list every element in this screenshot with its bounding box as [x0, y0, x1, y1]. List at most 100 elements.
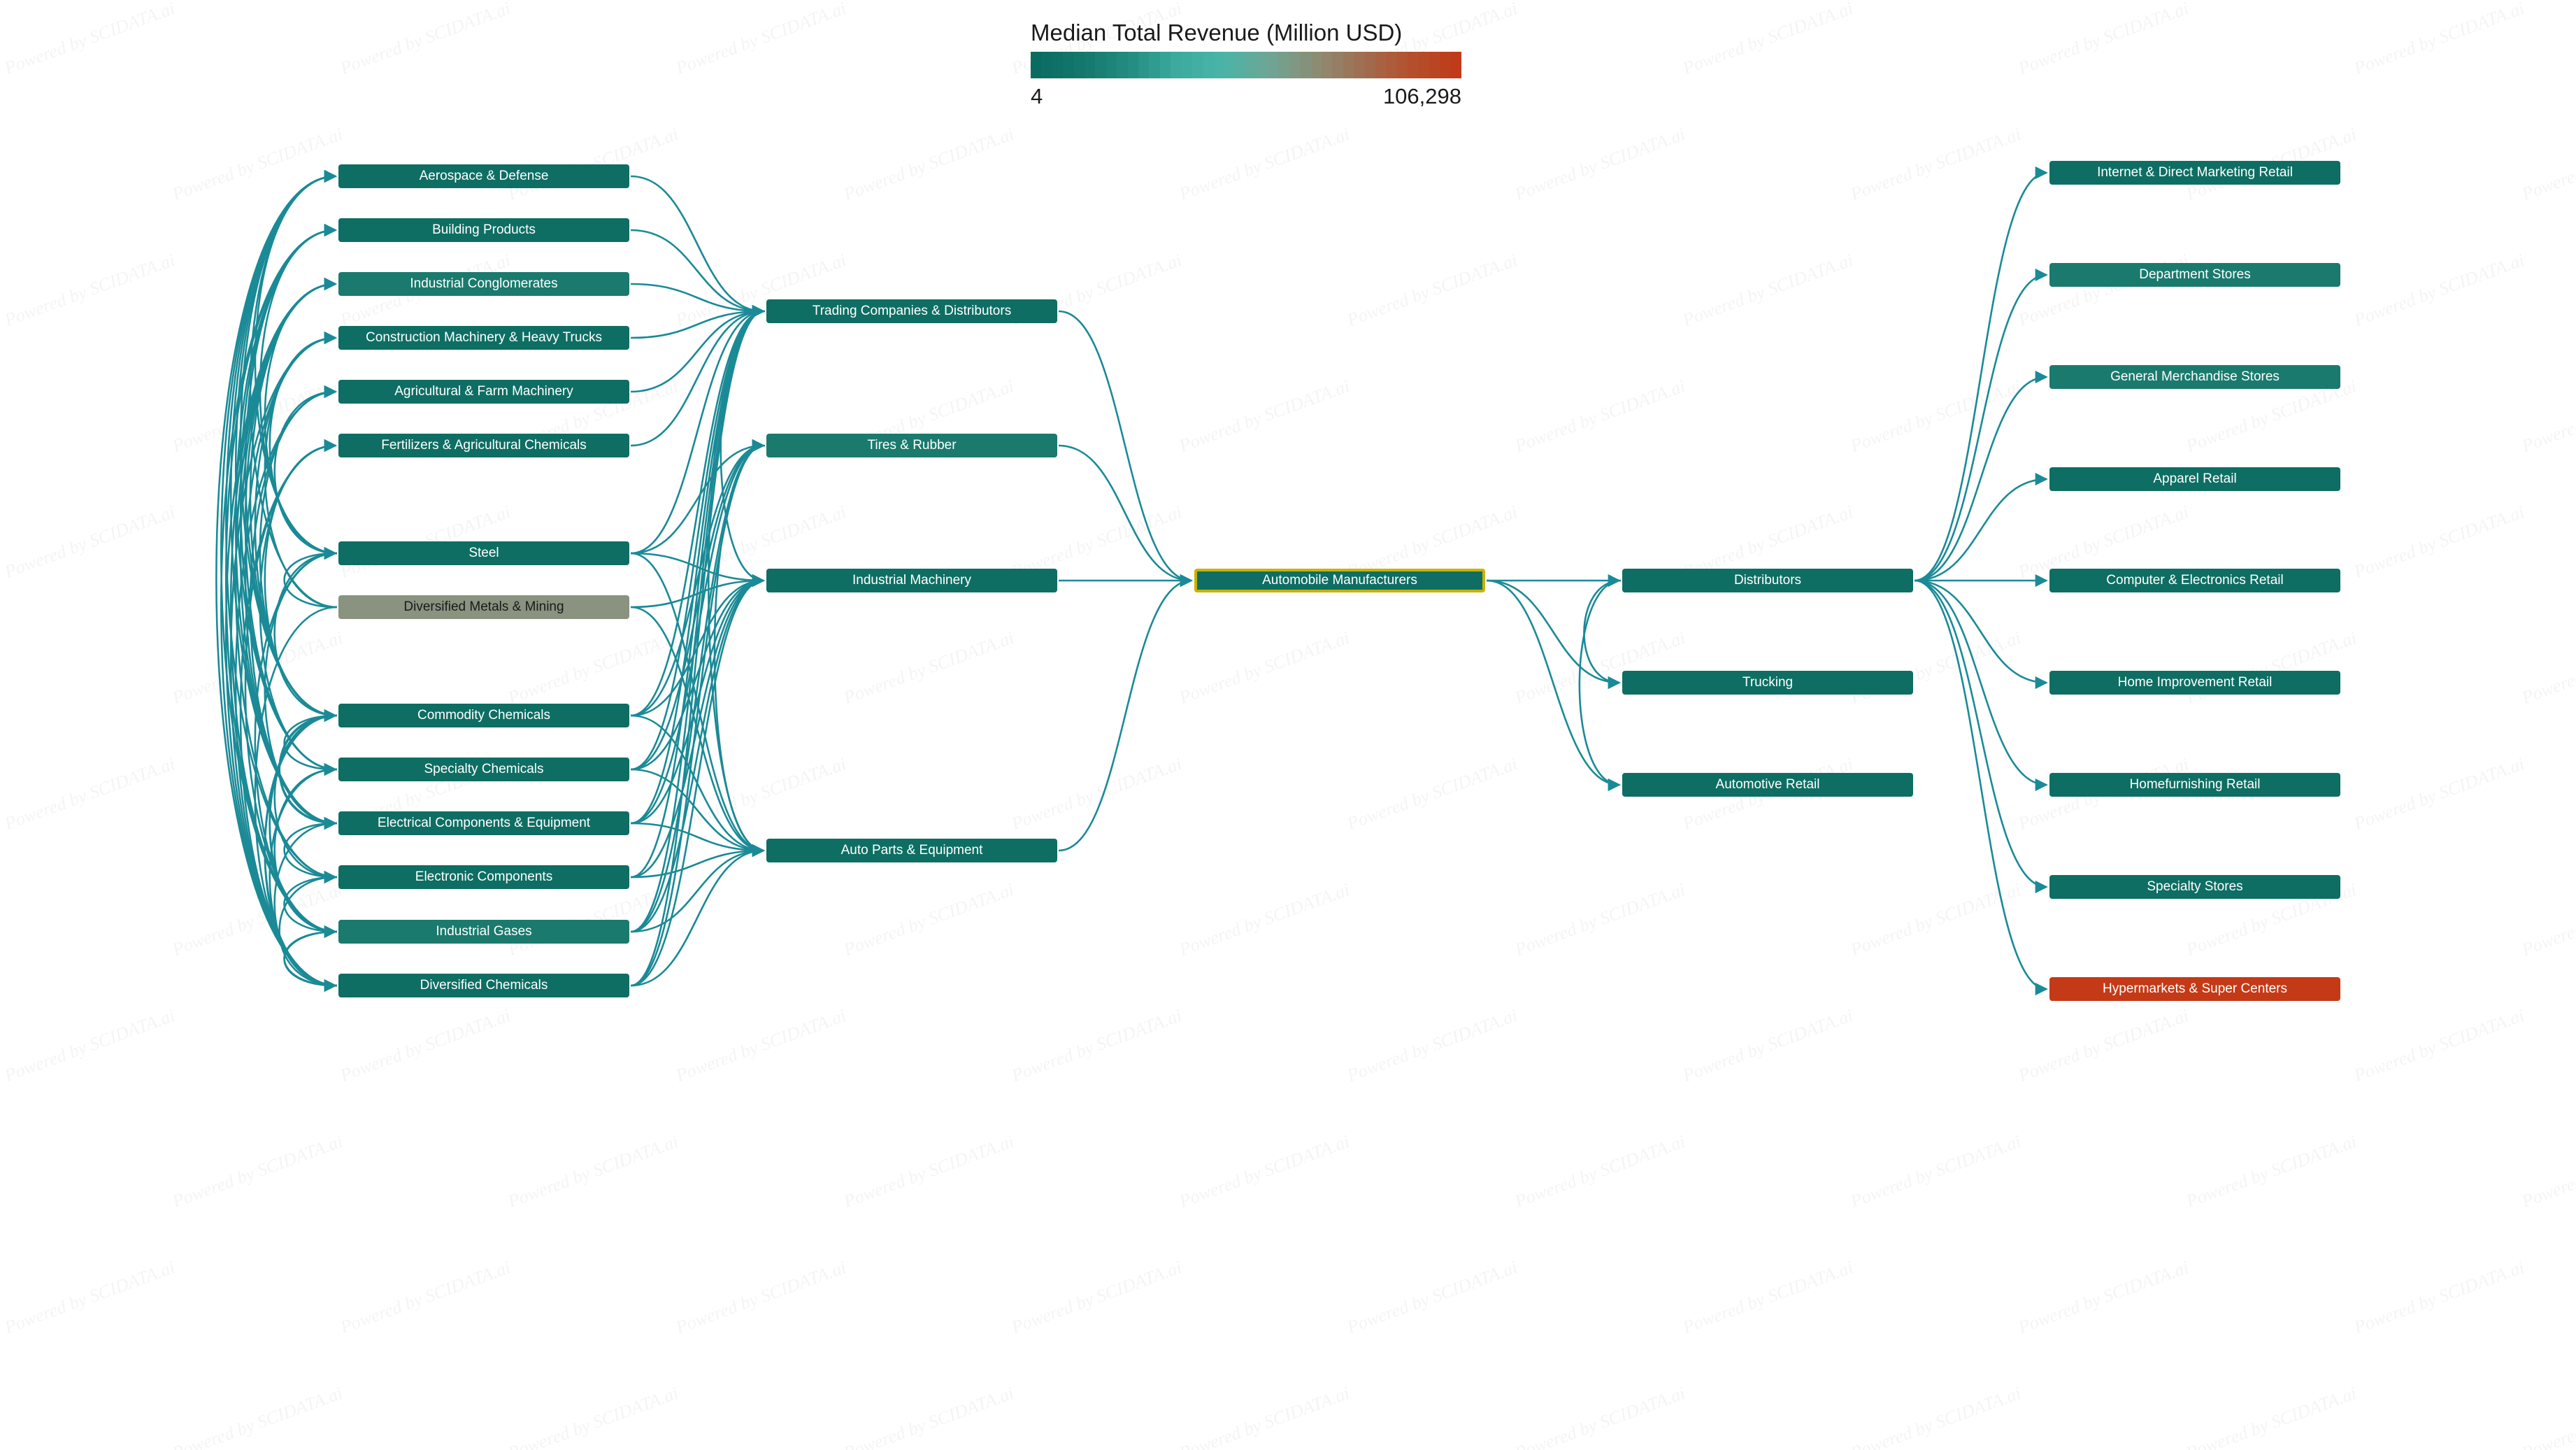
node-hypermarkets[interactable]: Hypermarkets & Super Centers — [2049, 977, 2340, 1001]
edge-tires-to-autoparts — [713, 444, 766, 857]
legend-bar-segment — [1052, 52, 1064, 78]
edge-gases-to-diversified_chem — [283, 930, 338, 993]
node-label: Specialty Stores — [2147, 879, 2243, 894]
edge-automobile-to-trucking — [1486, 579, 1621, 690]
node-label: Tires & Rubber — [867, 438, 957, 453]
node-autoretail[interactable]: Automotive Retail — [1622, 773, 1913, 797]
node-department[interactable]: Department Stores — [2049, 263, 2340, 287]
edge-gases-to-electronic — [283, 870, 338, 933]
legend-bar-segment — [1310, 52, 1322, 78]
node-electronic[interactable]: Electronic Components — [338, 865, 629, 889]
node-automobile[interactable]: Automobile Manufacturers — [1194, 569, 1485, 592]
node-construction[interactable]: Construction Machinery & Heavy Trucks — [338, 326, 629, 350]
legend-bar-segment — [1300, 52, 1311, 78]
legend-bar-segment — [1149, 52, 1160, 78]
node-label: Diversified Metals & Mining — [403, 599, 564, 614]
edge-electrical-to-autoparts — [630, 822, 765, 858]
legend-bar-segment — [1171, 52, 1182, 78]
legend-max-label: 106,298 — [1382, 84, 1461, 108]
node-autoparts[interactable]: Auto Parts & Equipment — [766, 839, 1057, 862]
legend-bar-segment — [1105, 52, 1117, 78]
legend-bar-segment — [1224, 52, 1236, 78]
node-label: Aerospace & Defense — [419, 169, 549, 183]
node-trading[interactable]: Trading Companies & Distributors — [766, 299, 1057, 323]
edge-gases-to-trading — [630, 305, 765, 933]
legend-labels: 4 106,298 — [1031, 78, 1461, 108]
edge-tires-to-automobile — [1058, 444, 1193, 588]
edge-commodity-to-steel — [273, 546, 338, 717]
node-tires[interactable]: Tires & Rubber — [766, 434, 1057, 457]
legend-bar-segment — [1031, 52, 1042, 78]
legend-bar-segment — [1278, 52, 1289, 78]
edge-metals-to-autoparts — [630, 606, 765, 858]
node-label: Electronic Components — [415, 869, 553, 884]
edge-metals-to-aerospace — [249, 169, 338, 609]
node-label: Auto Parts & Equipment — [840, 843, 983, 858]
edge-steel-to-conglomerates — [264, 277, 338, 555]
legend-bar-segment — [1095, 52, 1106, 78]
edge-diversified_chem-to-commodity — [264, 709, 338, 987]
legend-bar-segment — [1364, 52, 1375, 78]
legend-bar-segment — [1138, 52, 1150, 78]
edge-metals-to-machinery — [630, 574, 765, 609]
node-gases[interactable]: Industrial Gases — [338, 920, 629, 944]
legend-bar-segment — [1289, 52, 1301, 78]
legend-bar-segment — [1085, 52, 1096, 78]
node-label: Fertilizers & Agricultural Chemicals — [381, 438, 587, 453]
node-homefurnishing[interactable]: Homefurnishing Retail — [2049, 773, 2340, 797]
edge-electronic-to-electrical — [283, 816, 338, 879]
legend-bar-segment — [1246, 52, 1257, 78]
node-specialty-stores[interactable]: Specialty Stores — [2049, 875, 2340, 899]
edge-steel-to-machinery — [630, 552, 765, 588]
legend-bar-segment — [1235, 52, 1247, 78]
node-label: Electrical Components & Equipment — [377, 816, 591, 830]
edge-distributors-to-general — [1914, 370, 2048, 582]
node-machinery[interactable]: Industrial Machinery — [766, 569, 1057, 592]
node-general[interactable]: General Merchandise Stores — [2049, 365, 2340, 389]
node-distributors[interactable]: Distributors — [1622, 569, 1913, 592]
node-building[interactable]: Building Products — [338, 218, 629, 242]
node-label: Computer & Electronics Retail — [2106, 573, 2284, 588]
legend-color-bar — [1031, 52, 1462, 78]
edge-specialty_chem-to-autoparts — [630, 768, 765, 858]
node-label: Automobile Manufacturers — [1262, 573, 1417, 588]
edges-group — [215, 166, 2048, 995]
edge-distributors-to-department — [1914, 268, 2048, 582]
node-fertilizers[interactable]: Fertilizers & Agricultural Chemicals — [338, 434, 629, 457]
node-commodity[interactable]: Commodity Chemicals — [338, 704, 629, 727]
node-label: Construction Machinery & Heavy Trucks — [366, 330, 602, 345]
legend-bar-segment — [1440, 52, 1451, 78]
node-steel[interactable]: Steel — [338, 541, 629, 565]
legend-bar-segment — [1343, 52, 1354, 78]
node-agricultural[interactable]: Agricultural & Farm Machinery — [338, 380, 629, 404]
edge-construction-to-trading — [630, 304, 765, 339]
legend-bar-segment — [1192, 52, 1203, 78]
node-home[interactable]: Home Improvement Retail — [2049, 671, 2340, 695]
node-diversified-chem[interactable]: Diversified Chemicals — [338, 974, 629, 997]
node-conglomerates[interactable]: Industrial Conglomerates — [338, 272, 629, 296]
node-label: Industrial Conglomerates — [410, 276, 558, 291]
node-electrical[interactable]: Electrical Components & Equipment — [338, 811, 629, 835]
node-aerospace[interactable]: Aerospace & Defense — [338, 164, 629, 188]
legend-bar-segment — [1354, 52, 1365, 78]
edge-distributors-to-autoretail — [1578, 579, 1622, 792]
node-label: Home Improvement Retail — [2117, 675, 2273, 690]
edge-steel-to-electrical — [264, 552, 338, 830]
node-label: Department Stores — [2139, 267, 2251, 282]
node-specialty-chem[interactable]: Specialty Chemicals — [338, 758, 629, 781]
node-internet[interactable]: Internet & Direct Marketing Retail — [2049, 161, 2340, 185]
node-label: Diversified Chemicals — [420, 978, 548, 993]
node-metals[interactable]: Diversified Metals & Mining — [338, 595, 629, 619]
edge-gases-to-machinery — [630, 574, 765, 933]
edge-fertilizers-to-trading — [630, 304, 765, 447]
node-apparel[interactable]: Apparel Retail — [2049, 467, 2340, 491]
edge-steel-to-agricultural — [273, 385, 338, 555]
edge-distributors-to-apparel — [1914, 472, 2048, 582]
edge-metals-to-steel — [283, 546, 338, 609]
node-computer[interactable]: Computer & Electronics Retail — [2049, 569, 2340, 592]
edge-commodity-to-autoparts — [630, 714, 765, 858]
node-trucking[interactable]: Trucking — [1622, 671, 1913, 695]
node-label: Building Products — [432, 222, 536, 237]
color-legend: Median Total Revenue (Million USD) 4 106… — [1031, 20, 1462, 108]
